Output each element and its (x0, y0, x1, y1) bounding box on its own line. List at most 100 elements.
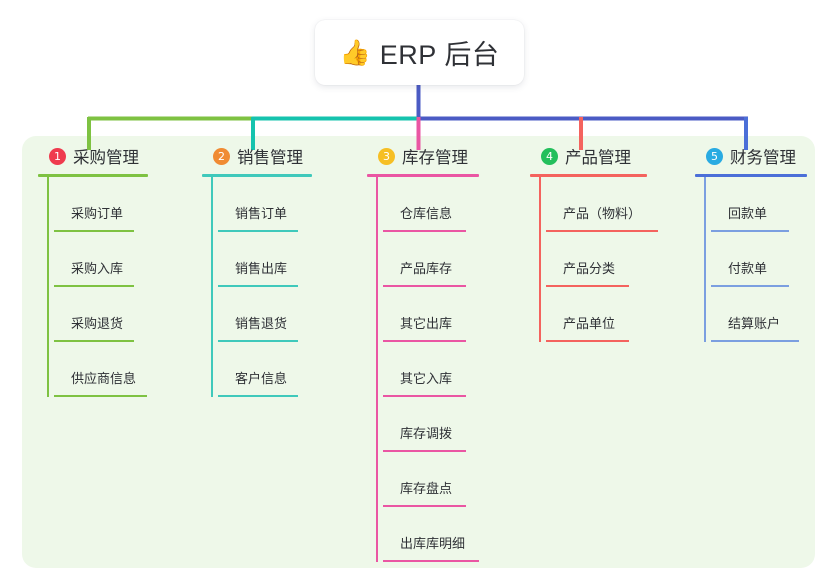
item-label: 采购退货 (71, 316, 124, 331)
item-label: 结算账户 (728, 316, 781, 331)
item-label: 库存盘点 (400, 481, 453, 496)
item-underline (546, 285, 629, 287)
branch-finance-header[interactable]: 5 财务管理 (693, 143, 815, 169)
branch-inventory-items: 仓库信息 产品库存 其它出库 其它入库 库存调拨 库存盘点 (365, 177, 491, 562)
item-underline (383, 285, 466, 287)
branch-finance-items: 回款单 付款单 结算账户 (693, 177, 815, 342)
list-item[interactable]: 销售出库 (218, 232, 322, 287)
branch-finance-badge: 5 (706, 147, 723, 165)
list-item[interactable]: 出库库明细 (383, 507, 491, 562)
item-label: 供应商信息 (71, 371, 137, 386)
branch-inventory-title: 库存管理 (402, 149, 468, 167)
item-label: 产品库存 (400, 261, 453, 276)
branch-product-rule (530, 174, 647, 177)
list-item[interactable]: 产品单位 (546, 287, 660, 342)
branch-sales-rule (202, 174, 312, 177)
branch-sales-header[interactable]: 2 销售管理 (200, 143, 322, 169)
branch-purchase-header[interactable]: 1 采购管理 (36, 143, 158, 169)
branch-sales-spine (211, 177, 213, 397)
branch-sales[interactable]: 2 销售管理 销售订单 销售出库 销售退货 客户信息 (200, 143, 322, 397)
list-item[interactable]: 供应商信息 (54, 342, 158, 397)
list-item[interactable]: 客户信息 (218, 342, 322, 397)
branch-purchase-title: 采购管理 (73, 149, 139, 167)
item-underline (383, 395, 466, 397)
item-underline (383, 560, 479, 562)
item-underline (546, 340, 629, 342)
item-underline (218, 395, 298, 397)
item-underline (546, 230, 658, 232)
item-label: 销售退货 (235, 316, 288, 331)
list-item[interactable]: 回款单 (711, 177, 815, 232)
item-label: 产品单位 (563, 316, 616, 331)
item-label: 其它入库 (400, 371, 453, 386)
item-underline (711, 230, 789, 232)
item-label: 库存调拨 (400, 426, 453, 441)
branch-sales-items: 销售订单 销售出库 销售退货 客户信息 (200, 177, 322, 397)
branch-product-header[interactable]: 4 产品管理 (528, 143, 660, 169)
item-label: 采购入库 (71, 261, 124, 276)
branch-product-badge: 4 (541, 147, 558, 165)
branch-inventory[interactable]: 3 库存管理 仓库信息 产品库存 其它出库 其它入库 库存调拨 (365, 143, 491, 562)
branch-finance[interactable]: 5 财务管理 回款单 付款单 结算账户 (693, 143, 815, 342)
list-item[interactable]: 其它入库 (383, 342, 491, 397)
branch-product-title: 产品管理 (565, 149, 631, 167)
item-underline (54, 340, 134, 342)
item-label: 仓库信息 (400, 206, 453, 221)
item-underline (383, 230, 466, 232)
list-item[interactable]: 库存调拨 (383, 397, 491, 452)
branch-purchase-items: 采购订单 采购入库 采购退货 供应商信息 (36, 177, 158, 397)
branch-inventory-header[interactable]: 3 库存管理 (365, 143, 491, 169)
item-label: 其它出库 (400, 316, 453, 331)
list-item[interactable]: 销售订单 (218, 177, 322, 232)
branch-sales-title: 销售管理 (237, 149, 303, 167)
item-label: 付款单 (728, 261, 768, 276)
branch-purchase-spine (47, 177, 49, 397)
item-underline (383, 340, 466, 342)
branch-finance-rule (695, 174, 807, 177)
branch-purchase-rule (38, 174, 148, 177)
item-label: 销售订单 (235, 206, 288, 221)
list-item[interactable]: 销售退货 (218, 287, 322, 342)
list-item[interactable]: 产品分类 (546, 232, 660, 287)
item-underline (218, 340, 298, 342)
item-underline (54, 230, 134, 232)
item-underline (218, 230, 298, 232)
root-node[interactable]: 👍 ERP 后台 (315, 20, 524, 85)
list-item[interactable]: 其它出库 (383, 287, 491, 342)
thumbs-up-icon: 👍 (339, 39, 371, 67)
list-item[interactable]: 结算账户 (711, 287, 815, 342)
item-label: 产品（物料） (563, 206, 642, 221)
list-item[interactable]: 仓库信息 (383, 177, 491, 232)
branch-finance-spine (704, 177, 706, 342)
branch-product-spine (539, 177, 541, 342)
list-item[interactable]: 采购入库 (54, 232, 158, 287)
item-label: 出库库明细 (400, 536, 466, 551)
branch-inventory-spine (376, 177, 378, 562)
item-underline (54, 395, 147, 397)
branch-sales-badge: 2 (213, 147, 230, 165)
item-underline (711, 340, 799, 342)
branch-product-items: 产品（物料） 产品分类 产品单位 (528, 177, 660, 342)
item-label: 客户信息 (235, 371, 288, 386)
root-node-label: ERP 后台 (379, 40, 500, 70)
list-item[interactable]: 采购退货 (54, 287, 158, 342)
item-underline (383, 450, 466, 452)
item-underline (711, 285, 789, 287)
list-item[interactable]: 产品（物料） (546, 177, 660, 232)
item-label: 回款单 (728, 206, 768, 221)
branch-purchase-badge: 1 (49, 147, 66, 165)
branch-product[interactable]: 4 产品管理 产品（物料） 产品分类 产品单位 (528, 143, 660, 342)
branch-finance-title: 财务管理 (730, 149, 796, 167)
list-item[interactable]: 采购订单 (54, 177, 158, 232)
item-underline (54, 285, 134, 287)
branch-purchase[interactable]: 1 采购管理 采购订单 采购入库 采购退货 供应商信息 (36, 143, 158, 397)
diagram-background-panel (22, 136, 815, 568)
item-underline (218, 285, 298, 287)
branch-inventory-rule (367, 174, 479, 177)
list-item[interactable]: 产品库存 (383, 232, 491, 287)
item-label: 产品分类 (563, 261, 616, 276)
list-item[interactable]: 库存盘点 (383, 452, 491, 507)
item-label: 销售出库 (235, 261, 288, 276)
list-item[interactable]: 付款单 (711, 232, 815, 287)
